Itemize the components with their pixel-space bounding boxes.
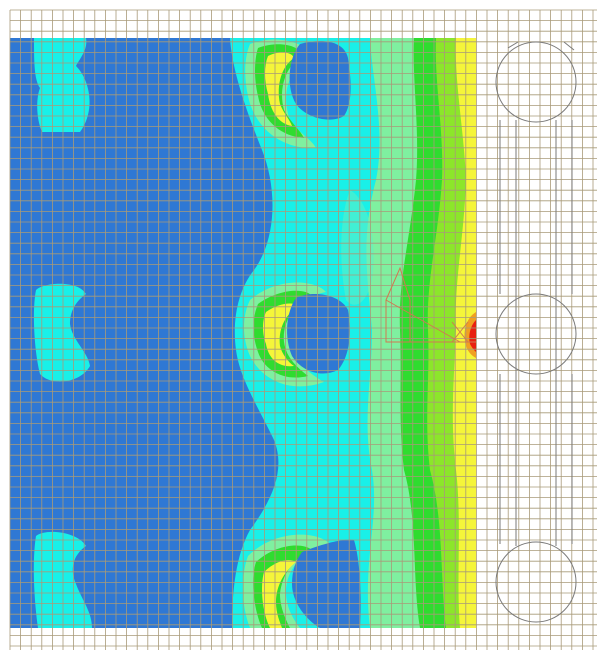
hole-mid-middle [287, 294, 350, 374]
undeformed-hole-top [495, 41, 577, 123]
contour-island-mid-left [33, 283, 90, 382]
hole-bottom-middle [292, 539, 361, 628]
undeformed-outline [495, 41, 577, 623]
hole-top-middle [289, 40, 351, 120]
undeformed-hole-bottom [495, 541, 577, 623]
undeformed-hole-mid [495, 293, 577, 375]
element-mesh [9, 9, 597, 650]
contour-band-yellow [452, 38, 476, 628]
contour-island-top-left [34, 38, 90, 132]
node-marker [385, 266, 476, 343]
undeformed-flare-top [507, 41, 575, 51]
